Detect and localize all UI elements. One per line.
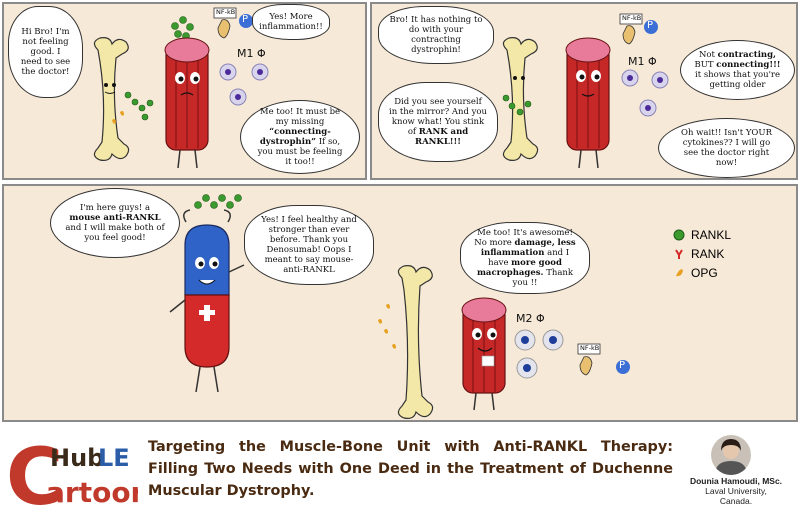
m1-macrophage-cells bbox=[621, 69, 669, 117]
svg-text:artoon: artoon bbox=[46, 476, 138, 509]
legend-item-rank: RANK bbox=[673, 244, 731, 263]
opg-icon bbox=[676, 268, 683, 276]
speech-bubble-me-too: Me too! It must be my missing “connectin… bbox=[240, 100, 360, 174]
m2-label: M2 Φ bbox=[516, 312, 545, 325]
hublecartoon-logo: C Hub LE artoon bbox=[6, 433, 138, 520]
speech-bubble-im-here: I'm here guys! a mouse anti-RANKL and I … bbox=[50, 188, 180, 258]
page-title: Targeting the Muscle-Bone Unit with Anti… bbox=[148, 439, 673, 499]
rankl-particles bbox=[124, 16, 194, 121]
author-info: Dounia Hamoudi, MSc. Laval University, C… bbox=[680, 476, 792, 506]
legend: RANKL RANK OPG bbox=[673, 225, 731, 282]
svg-text:C: C bbox=[6, 433, 63, 520]
speech-bubble-bro-it: Bro! It has nothing to do with your cont… bbox=[378, 6, 494, 64]
muscle-character bbox=[565, 37, 611, 169]
muscle-character bbox=[461, 297, 507, 411]
p-label: P bbox=[619, 360, 626, 371]
author-affiliation: Laval University, bbox=[705, 486, 767, 496]
svg-text:LE: LE bbox=[98, 444, 130, 472]
author-country: Canada. bbox=[719, 496, 753, 506]
rankl-dot-icon bbox=[673, 229, 685, 240]
panel-1-scene bbox=[93, 7, 269, 169]
muscle-character bbox=[164, 37, 210, 169]
author-name: Dounia Hamoudi, MSc. bbox=[689, 476, 783, 486]
panel-2-scene bbox=[502, 13, 669, 169]
bone-icon bbox=[397, 265, 434, 419]
speech-bubble-yes-feel: Yes! I feel healthy and stronger than ev… bbox=[244, 205, 374, 285]
speech-bubble-not-contracting: Not contracting, BUT connecting!!! it sh… bbox=[680, 40, 795, 100]
speech-bubble-yes-more: Yes! More inflammation!! bbox=[252, 4, 330, 40]
nfkb-label: NF-kB bbox=[580, 344, 600, 352]
bone-icon bbox=[93, 37, 130, 161]
anti-rankl-capsule-character bbox=[169, 209, 245, 393]
speech-bubble-me-too-awesome: Me too! It's awesome! No more damage, le… bbox=[460, 222, 590, 294]
speech-bubble-oh-wait: Oh wait!! Isn't YOUR cytokines?? I will … bbox=[658, 118, 795, 178]
nfkb-character bbox=[213, 7, 253, 39]
p-label: P bbox=[242, 14, 249, 25]
legend-item-opg: OPG bbox=[673, 263, 731, 282]
panel-3-scene bbox=[169, 194, 630, 419]
p-label: P bbox=[647, 20, 654, 31]
legend-item-rankl: RANKL bbox=[673, 225, 731, 244]
bone-icon bbox=[502, 37, 539, 161]
rank-receptor-icon bbox=[675, 248, 683, 259]
m1-label: M1 Φ bbox=[628, 55, 657, 68]
nfkb-character bbox=[577, 343, 630, 376]
footer bbox=[0, 427, 800, 523]
nfkb-label: NF-kB bbox=[622, 14, 642, 22]
speech-bubble-did-you: Did you see yourself in the mirror? And … bbox=[378, 82, 498, 162]
nfkb-character bbox=[619, 13, 658, 45]
m1-macrophage-cells bbox=[219, 63, 269, 106]
svg-text:Hub: Hub bbox=[50, 444, 104, 472]
author-avatar bbox=[711, 435, 751, 475]
nfkb-label: NF-kB bbox=[216, 8, 236, 16]
m1-label: M1 Φ bbox=[237, 47, 266, 60]
speech-bubble-hi-bro: Hi Bro! I'm not feeling good. I need to … bbox=[8, 6, 83, 98]
m2-macrophage-cells bbox=[514, 329, 564, 379]
